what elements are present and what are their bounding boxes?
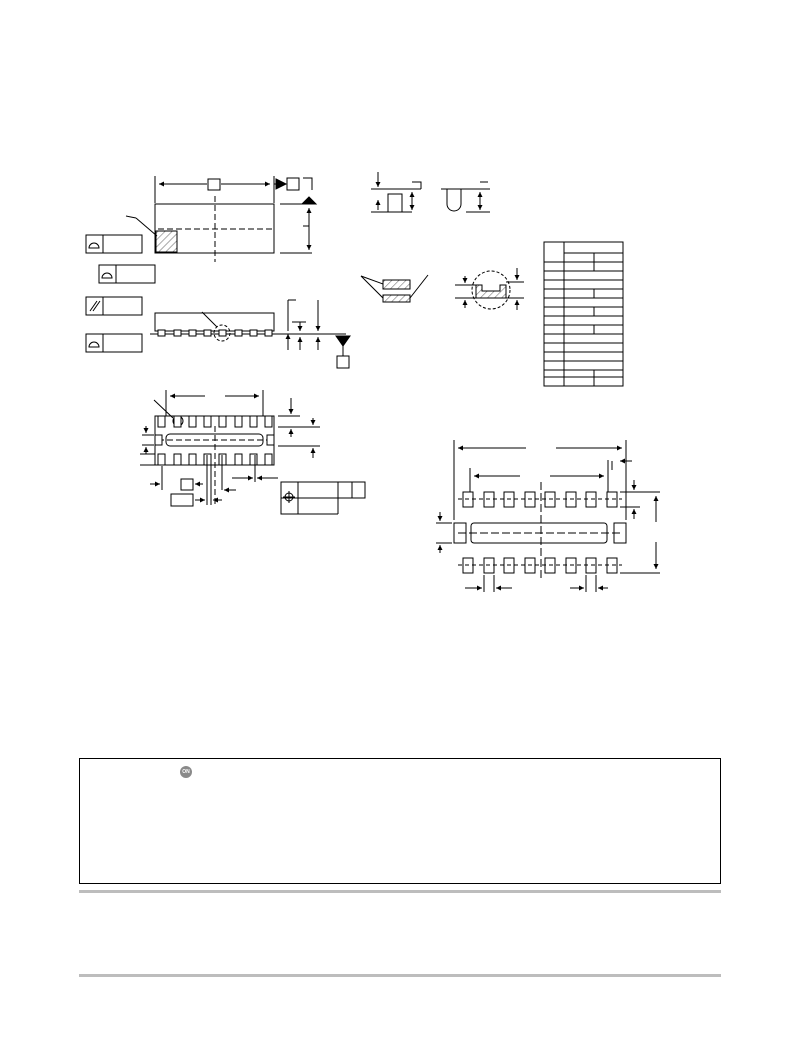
dimension-table [543, 241, 624, 387]
side-view [150, 299, 351, 369]
feature-control-frames-left [85, 234, 156, 353]
on-semiconductor-logo: ON [180, 766, 192, 778]
footer-rule-bottom [79, 974, 721, 977]
solder-footprint [436, 440, 660, 592]
lead-detail-top [371, 172, 490, 213]
top-view [125, 176, 318, 262]
footer-rule-top [79, 890, 721, 893]
section-detail [360, 268, 524, 310]
bottom-view [140, 390, 366, 515]
info-box [79, 758, 721, 884]
